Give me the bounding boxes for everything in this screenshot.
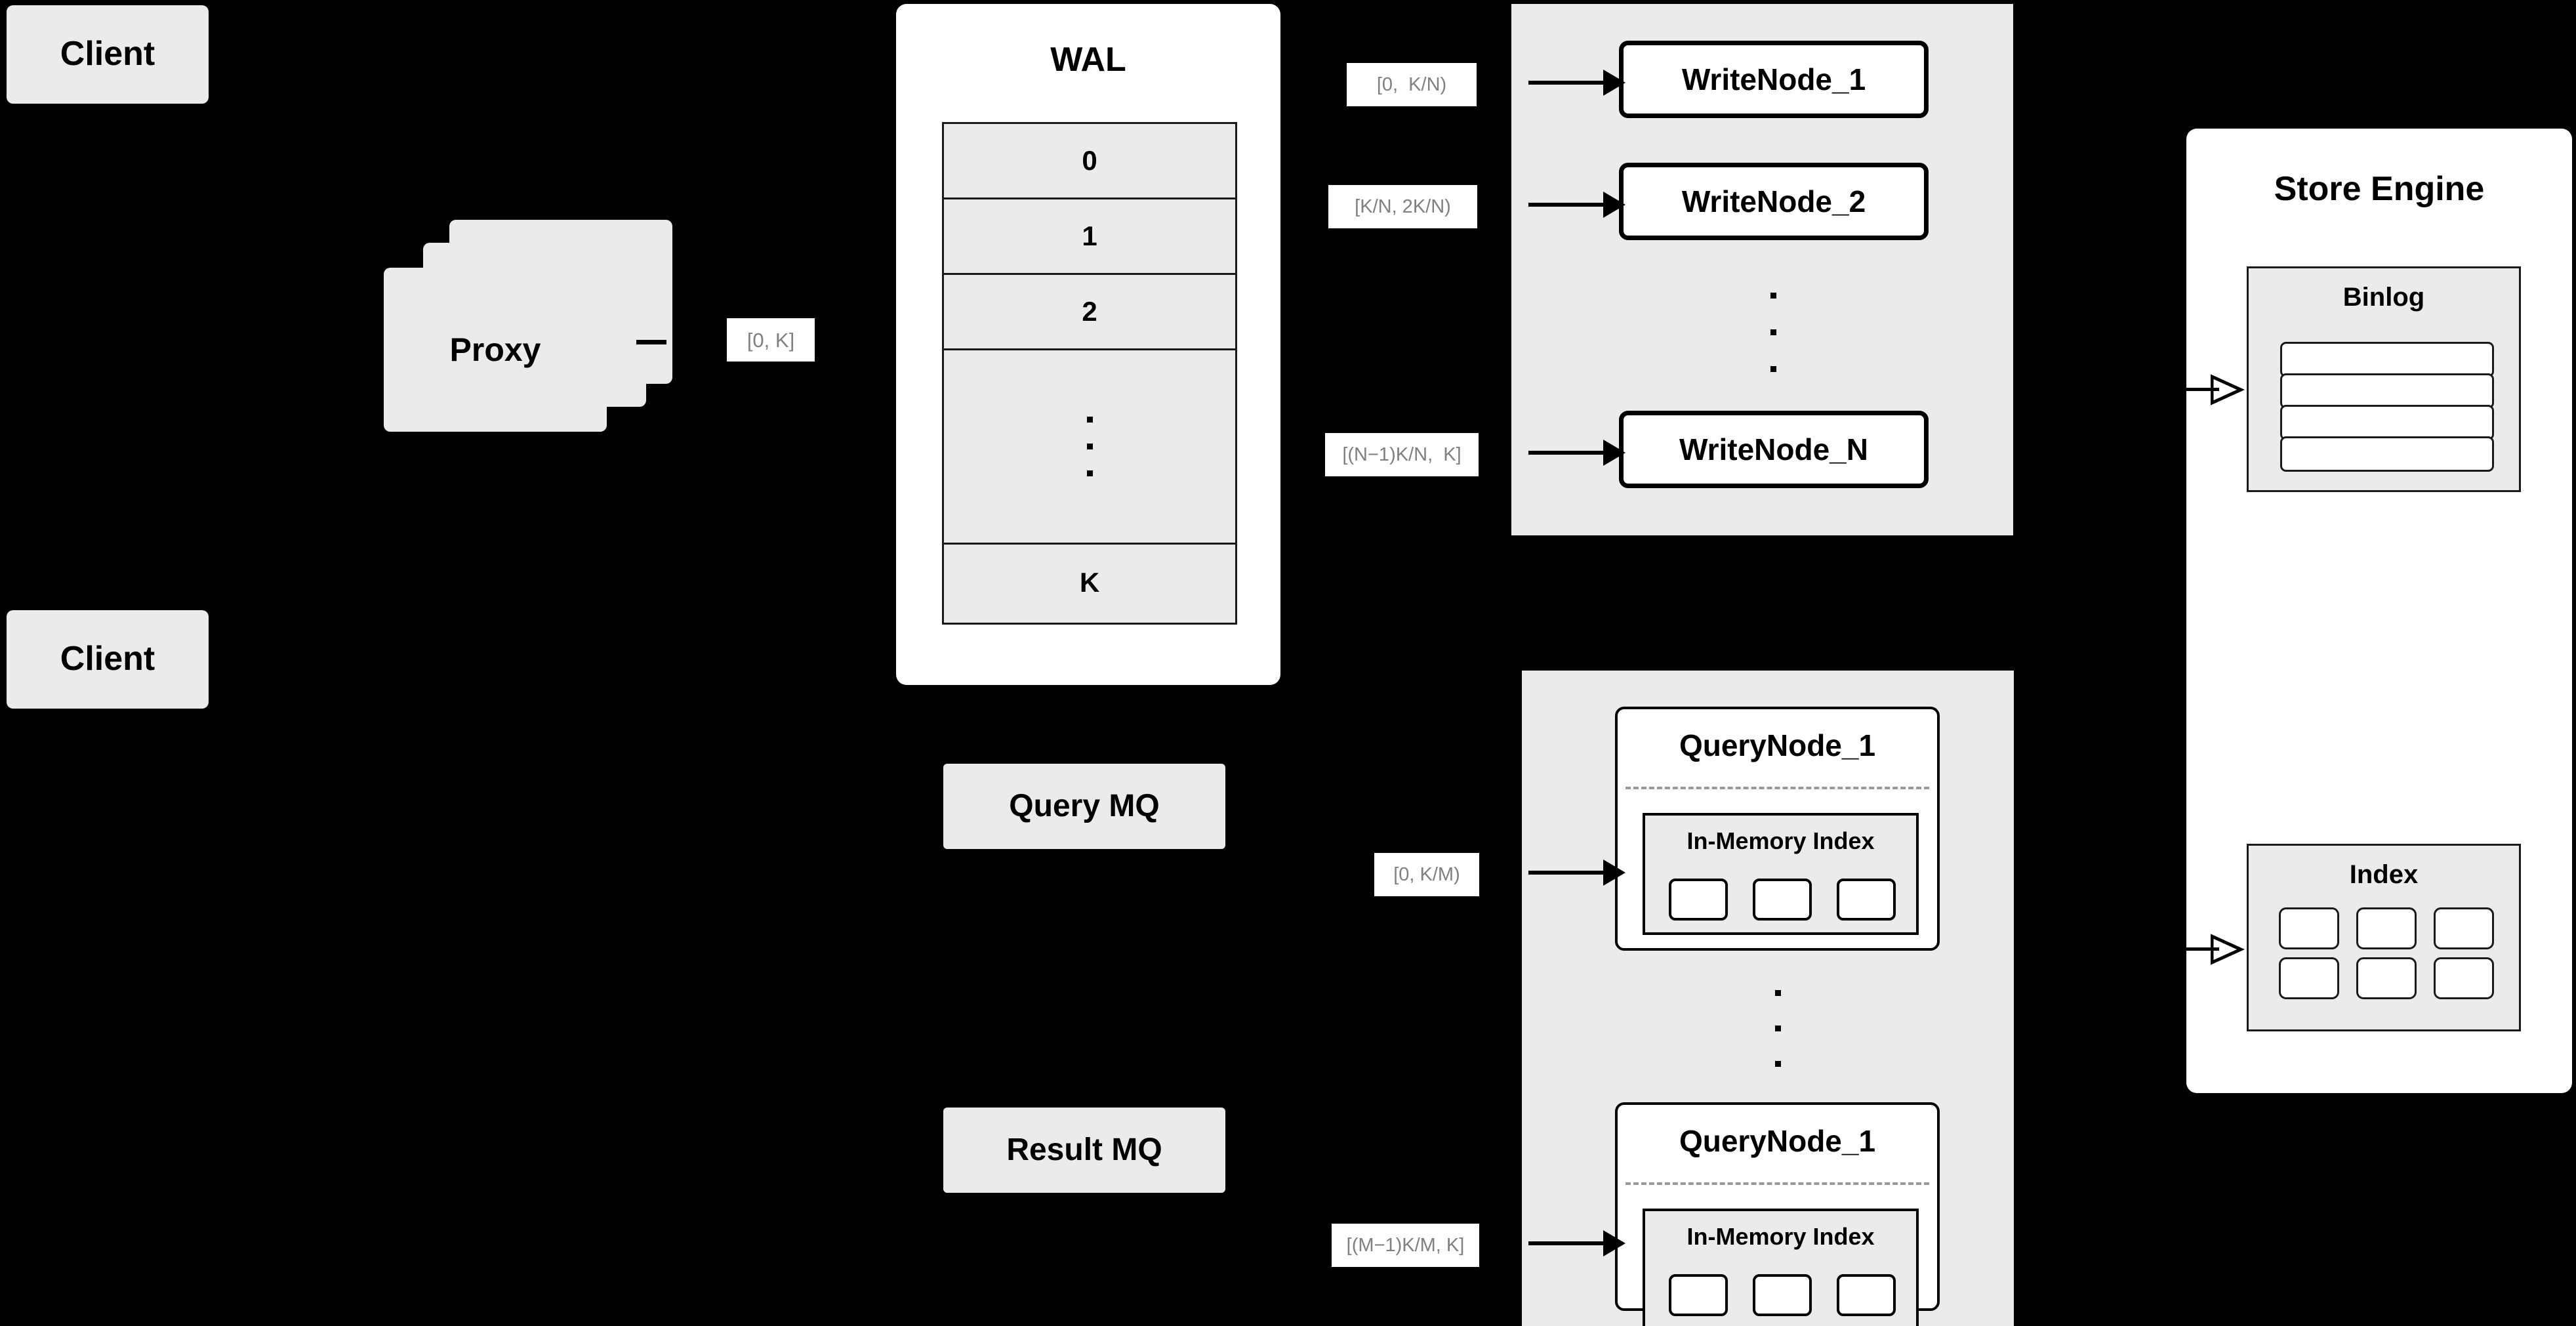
binlog-bar — [2280, 342, 2494, 377]
in-memory-index-1-label: In-Memory Index — [1687, 827, 1875, 854]
proxy-card-front[interactable]: Proxy — [384, 268, 607, 432]
write-group-vertical-dots — [1750, 266, 1796, 398]
write-node-group: WriteNode_1 WriteNode_2 WriteNode_N — [1511, 4, 2013, 535]
query-mq-label: Query MQ — [1009, 788, 1160, 823]
write-node-1[interactable]: WriteNode_1 — [1619, 41, 1929, 118]
range-label-proxy-to-wal: [0, K] — [727, 318, 815, 362]
query-node-2-separator — [1625, 1182, 1929, 1185]
wal-row: 0 — [944, 124, 1235, 199]
result-mq-label: Result MQ — [1006, 1132, 1162, 1167]
arrow-head-open-binlog — [2211, 374, 2245, 405]
query-node-group: QueryNode_1 In-Memory Index QueryNode_1 — [1522, 671, 2014, 1326]
index-chip — [2279, 957, 2339, 999]
range-label-query-1: [0, K/M) — [1374, 853, 1479, 896]
client-node-1[interactable]: Client — [7, 5, 209, 104]
index-chip — [1669, 1274, 1728, 1316]
binlog-bar — [2280, 436, 2494, 472]
index-chip — [1753, 1274, 1812, 1316]
index-chip — [2279, 907, 2339, 949]
arrow-line-query-1 — [1528, 871, 1614, 875]
wal-row: 2 — [944, 275, 1235, 350]
binlog-panel: Binlog — [2247, 266, 2521, 492]
index-chip — [1753, 879, 1812, 921]
index-title: Index — [2349, 860, 2419, 889]
query-mq-node[interactable]: Query MQ — [943, 764, 1225, 849]
arrow-line-write-2 — [1528, 203, 1614, 207]
binlog-title: Binlog — [2342, 283, 2425, 312]
arrow-line-write-n — [1528, 451, 1614, 455]
write-node-1-label: WriteNode_1 — [1681, 62, 1866, 96]
proxy-label: Proxy — [449, 331, 541, 368]
range-label-write-n: [(N−1)K/N, K] — [1325, 433, 1479, 476]
arrow-line-to-binlog — [2182, 388, 2219, 391]
arrow-line-query-m — [1528, 1241, 1614, 1245]
write-node-2-label: WriteNode_2 — [1681, 184, 1866, 218]
arrow-head-query-1 — [1603, 860, 1625, 886]
query-group-vertical-dots — [1755, 966, 1801, 1090]
index-chip — [1669, 879, 1728, 921]
wal-row: 1 — [944, 199, 1235, 275]
index-chip — [2356, 957, 2417, 999]
wal-vertical-dots — [944, 350, 1235, 543]
wal-row-ellipsis — [944, 350, 1235, 545]
range-label-query-m: [(M−1)K/M, K] — [1332, 1224, 1479, 1267]
binlog-bar — [2280, 405, 2494, 440]
client-node-1-label: Client — [60, 35, 155, 73]
arrow-head-query-m — [1603, 1230, 1625, 1256]
index-chip — [1837, 879, 1896, 921]
client-node-2-label: Client — [60, 640, 155, 678]
arrow-head-write-2 — [1603, 192, 1625, 218]
in-memory-index-1: In-Memory Index — [1643, 813, 1919, 935]
write-node-n[interactable]: WriteNode_N — [1619, 411, 1929, 488]
wal-row: K — [1079, 566, 1100, 598]
store-engine-panel: Store Engine Binlog Index — [2186, 129, 2572, 1093]
result-mq-node[interactable]: Result MQ — [943, 1108, 1225, 1193]
index-chip — [2434, 907, 2494, 949]
index-chip — [2434, 957, 2494, 999]
arrow-head-open-index — [2211, 934, 2245, 965]
arrow-head-write-n — [1603, 440, 1625, 466]
arrow-line-to-index — [2182, 947, 2219, 951]
proxy-connector-stub — [636, 340, 666, 344]
index-chip — [2356, 907, 2417, 949]
query-node-1[interactable]: QueryNode_1 In-Memory Index — [1615, 707, 1940, 951]
index-panel: Index — [2247, 844, 2521, 1031]
range-label-write-1: [0, K/N) — [1347, 63, 1477, 106]
write-node-n-label: WriteNode_N — [1679, 432, 1868, 466]
wal-title: WAL — [1050, 41, 1126, 79]
query-node-2[interactable]: QueryNode_1 In-Memory Index — [1615, 1102, 1940, 1326]
arrow-head-write-1 — [1603, 70, 1625, 96]
binlog-bar — [2280, 373, 2494, 409]
query-node-2-label: QueryNode_1 — [1679, 1124, 1876, 1158]
query-node-1-label: QueryNode_1 — [1679, 728, 1876, 762]
wal-panel: WAL 0 1 2 K — [896, 4, 1280, 685]
write-node-2[interactable]: WriteNode_2 — [1619, 163, 1929, 240]
query-node-1-separator — [1625, 787, 1929, 789]
in-memory-index-2-label: In-Memory Index — [1687, 1223, 1875, 1250]
client-node-2[interactable]: Client — [7, 610, 209, 709]
range-label-write-2: [K/N, 2K/N) — [1328, 185, 1477, 228]
in-memory-index-2: In-Memory Index — [1643, 1209, 1919, 1326]
index-chip — [1837, 1274, 1896, 1316]
store-engine-title: Store Engine — [2274, 170, 2485, 208]
arrow-line-write-1 — [1528, 81, 1614, 85]
wal-table: 0 1 2 K — [942, 122, 1237, 625]
